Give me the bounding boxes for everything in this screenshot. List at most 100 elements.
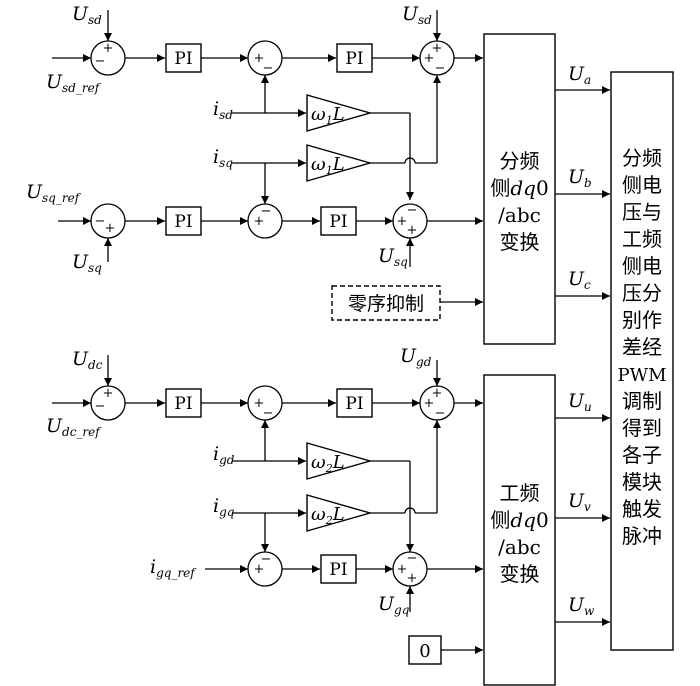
label-Usq-right: Usq (378, 245, 408, 269)
pi-block-1: PI (165, 43, 202, 73)
signal-labels: Usd Usd_ref Usd isd isq Usq_ref Usq Usq … (26, 3, 595, 618)
sign-minus: − (407, 203, 418, 218)
label-Ugd: Ugd (400, 345, 432, 369)
pi-block-4: PI (320, 206, 357, 236)
sign-minus: − (95, 54, 106, 69)
sum-junction-4: − + (90, 203, 126, 239)
sign-minus: − (261, 552, 272, 567)
sign-minus: − (95, 214, 106, 229)
gain-omega2-L-top: ω2L (306, 442, 373, 480)
label-Usd-left: Usd (72, 3, 102, 27)
sign-plus: + (254, 214, 265, 229)
pi-block-5: PI (165, 388, 202, 418)
svg-text:分频: 分频 (500, 149, 540, 173)
svg-text:侧dq0: 侧dq0 (490, 508, 548, 532)
svg-text:PI: PI (345, 394, 363, 414)
svg-text:压分: 压分 (622, 281, 662, 305)
sign-minus: − (435, 406, 446, 421)
label-Usq-left: Usq (72, 251, 102, 275)
svg-text:变换: 变换 (500, 230, 540, 254)
svg-text:ω2L: ω2L (311, 452, 345, 475)
sum-junction-11: − + + (392, 551, 428, 587)
sign-minus: − (407, 551, 418, 566)
svg-text:侧dq0: 侧dq0 (490, 176, 548, 200)
sign-plus: + (407, 571, 418, 586)
sign-plus: + (424, 51, 435, 66)
svg-text:模块: 模块 (622, 470, 662, 494)
sign-plus: + (424, 396, 435, 411)
svg-text:差经: 差经 (622, 335, 662, 359)
label-Usd-right: Usd (402, 3, 432, 27)
sign-plus: + (432, 386, 443, 401)
svg-text:PI: PI (174, 394, 192, 414)
split-frequency-dq0-abc-transform: 分频 侧dq0 /abc 变换 (483, 33, 556, 345)
sign-plus: + (407, 223, 418, 238)
gain-omega2-L-bottom: ω2L (306, 494, 373, 532)
signal-wires (52, 10, 610, 654)
sum-junction-6: − + + (392, 203, 428, 239)
svg-text:/abc: /abc (498, 535, 541, 559)
svg-text:调制: 调制 (622, 389, 662, 413)
svg-text:PI: PI (345, 49, 363, 69)
svg-text:PWM: PWM (617, 365, 666, 386)
svg-text:得到: 得到 (622, 416, 662, 440)
pi-block-6: PI (336, 388, 373, 418)
gain-omega1-L-top: ω1L (306, 94, 373, 132)
label-isq: isq (213, 146, 233, 170)
sign-plus: + (254, 562, 265, 577)
label-igq: igq (213, 495, 235, 519)
label-Ub: Ub (568, 166, 592, 190)
svg-text:变换: 变换 (500, 562, 540, 586)
sum-junction-9: + + − (419, 385, 455, 421)
sum-junction-8: + − (247, 385, 283, 421)
label-Uw: Uw (568, 594, 595, 618)
sign-plus: + (254, 51, 265, 66)
label-igq-ref: igq_ref (150, 556, 197, 580)
sign-minus: − (263, 406, 274, 421)
svg-text:工频: 工频 (500, 481, 540, 505)
svg-text:ω1L: ω1L (311, 104, 345, 127)
svg-text:零序抑制: 零序抑制 (348, 293, 424, 315)
svg-text:压与: 压与 (622, 200, 662, 224)
sign-minus: − (261, 204, 272, 219)
svg-text:ω1L: ω1L (311, 154, 345, 177)
sign-plus: + (103, 386, 114, 401)
label-igd: igd (213, 443, 235, 467)
sum-junction-10: + − (247, 551, 283, 587)
svg-text:ω2L: ω2L (311, 504, 345, 527)
label-Ua: Ua (568, 63, 591, 87)
svg-text:别作: 别作 (622, 308, 662, 332)
svg-text:PI: PI (329, 560, 347, 580)
pi-block-7: PI (320, 554, 357, 584)
svg-text:触发: 触发 (622, 497, 662, 521)
svg-text:0: 0 (419, 641, 430, 662)
sum-junction-3: + + − (419, 40, 455, 76)
svg-text:PI: PI (174, 212, 192, 232)
label-Uv: Uv (568, 490, 591, 514)
sign-plus: + (105, 221, 116, 236)
svg-text:PI: PI (329, 212, 347, 232)
zero-constant-block: 0 (408, 635, 442, 665)
sign-plus: + (254, 396, 265, 411)
sign-plus: + (397, 562, 408, 577)
sign-minus: − (95, 399, 106, 414)
sign-plus: + (432, 41, 443, 56)
zero-sequence-suppression-block: 零序抑制 (331, 285, 441, 321)
label-Usd-ref: Usd_ref (46, 71, 102, 95)
svg-text:工频: 工频 (622, 227, 662, 251)
pi-block-2: PI (336, 43, 373, 73)
sign-plus: + (103, 41, 114, 56)
svg-text:脉冲: 脉冲 (622, 524, 662, 548)
label-Ugq: Ugq (378, 593, 410, 617)
label-Uc: Uc (568, 268, 591, 292)
sign-minus: − (435, 61, 446, 76)
sum-junction-5: + − (247, 203, 283, 239)
gain-omega1-L-bottom: ω1L (306, 144, 373, 182)
svg-text:/abc: /abc (498, 203, 541, 227)
sum-junction-7: + − (90, 385, 126, 421)
svg-text:PI: PI (174, 49, 192, 69)
svg-text:各子: 各子 (622, 443, 662, 467)
svg-text:分频: 分频 (622, 146, 662, 170)
pwm-modulation-block: 分频 侧电 压与 工频 侧电 压分 别作 差经 PWM 调制 得到 各子 模块 … (610, 71, 674, 651)
